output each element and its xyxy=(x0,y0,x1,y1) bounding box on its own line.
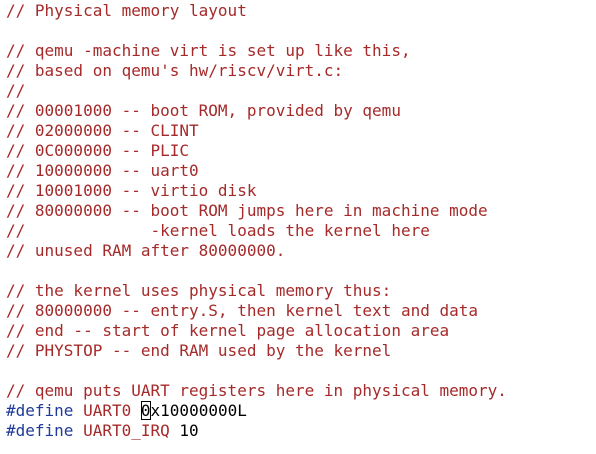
define-keyword: #define xyxy=(6,401,74,420)
define-keyword: #define xyxy=(6,421,74,440)
macro-value: x10000000L xyxy=(150,401,247,420)
code-line[interactable]: // -kernel loads the kernel here xyxy=(6,221,430,240)
text-cursor[interactable]: 0 xyxy=(140,401,151,420)
code-line[interactable]: // 00001000 -- boot ROM, provided by qem… xyxy=(6,101,401,120)
define-line-uart0[interactable]: #define UART0 0x10000000L xyxy=(6,401,247,421)
code-line[interactable]: // xyxy=(6,81,26,100)
code-line[interactable]: // qemu puts UART registers here in phys… xyxy=(6,381,507,400)
code-line[interactable]: // unused RAM after 80000000. xyxy=(6,241,286,260)
macro-name: UART0 xyxy=(83,401,132,420)
code-line[interactable]: // 0C000000 -- PLIC xyxy=(6,141,190,160)
code-line[interactable]: // the kernel uses physical memory thus: xyxy=(6,281,392,300)
code-line[interactable]: // based on qemu's hw/riscv/virt.c: xyxy=(6,61,344,80)
define-line-uart0-irq[interactable]: #define UART0_IRQ 10 xyxy=(6,421,199,441)
code-line[interactable]: // qemu -machine virt is set up like thi… xyxy=(6,41,411,60)
code-line[interactable]: // 80000000 -- boot ROM jumps here in ma… xyxy=(6,201,488,220)
code-line[interactable]: // PHYSTOP -- end RAM used by the kernel xyxy=(6,341,392,360)
macro-name: UART0_IRQ xyxy=(83,421,170,440)
code-line[interactable]: // 02000000 -- CLINT xyxy=(6,121,199,140)
code-line[interactable]: // end -- start of kernel page allocatio… xyxy=(6,321,450,340)
code-line[interactable]: // 10000000 -- uart0 xyxy=(6,161,199,180)
code-line[interactable]: // 10001000 -- virtio disk xyxy=(6,181,257,200)
macro-value: 10 xyxy=(179,421,199,440)
code-line[interactable]: // Physical memory layout xyxy=(6,1,247,20)
code-line[interactable]: // 80000000 -- entry.S, then kernel text… xyxy=(6,301,479,320)
